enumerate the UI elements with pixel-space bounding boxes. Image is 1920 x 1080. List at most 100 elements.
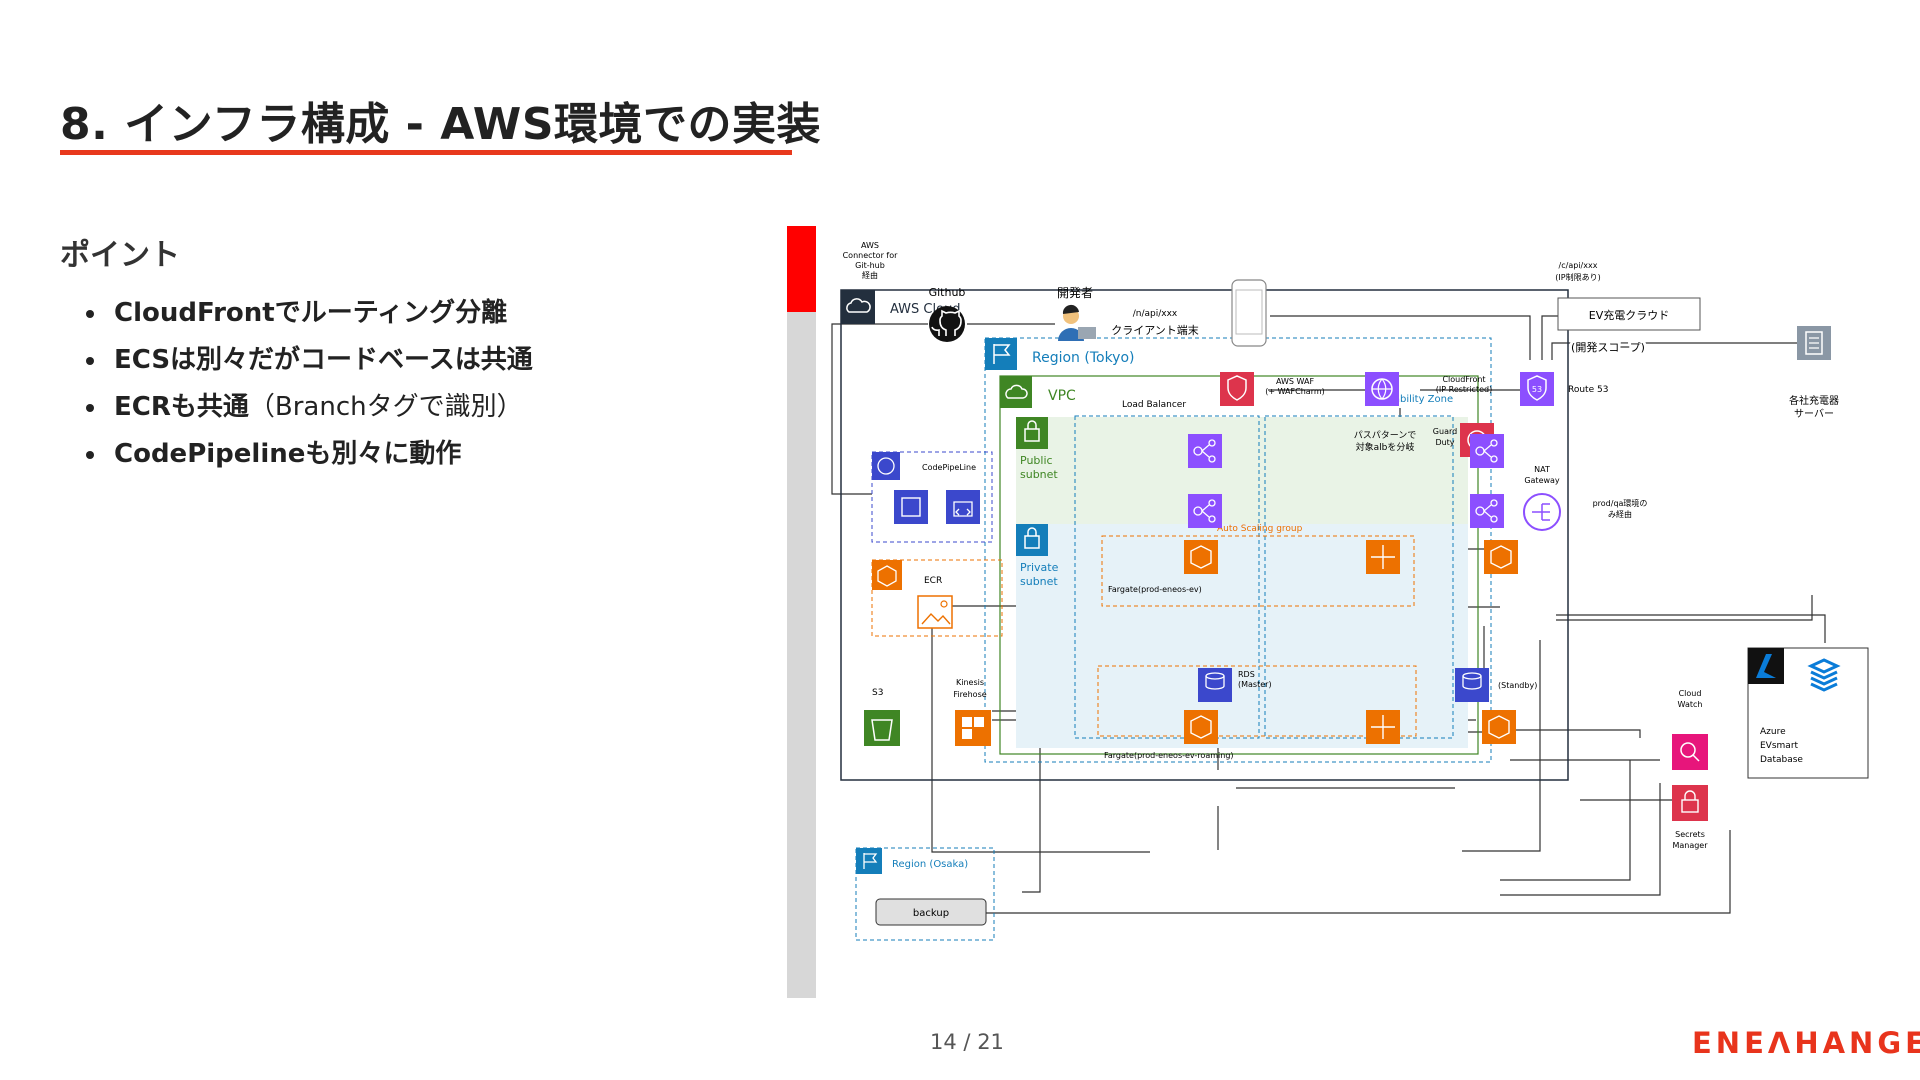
- smartphone-icon: [1231, 279, 1267, 347]
- waf-label-1: AWS WAF: [1276, 377, 1315, 386]
- fargate-label-2: Fargate(prod-eneos-ev-roaming): [1104, 751, 1234, 760]
- cloudfront-label-1: CloudFront: [1442, 375, 1485, 384]
- kinesis-label-2: Firehose: [953, 690, 986, 699]
- kinesis-label-1: Kinesis: [956, 678, 984, 687]
- ev-path-label-1: /c/api/xxx: [1559, 261, 1598, 270]
- fargate-label-1: Fargate(prod-eneos-ev): [1108, 585, 1202, 594]
- points-list: CloudFrontでルーティング分離 ECSは別々だがコードベースは共通 EC…: [60, 290, 533, 478]
- private-subnet-lock-icon: [1016, 524, 1048, 556]
- codepipeline-icon: [872, 452, 900, 480]
- github-icon: [929, 306, 965, 342]
- charger-server-label-1: 各社充電器: [1789, 394, 1839, 407]
- cloudwatch-label-2: Watch: [1678, 700, 1703, 709]
- client-label: クライアント端末: [1111, 323, 1199, 337]
- autoscaling-icon-2: [1366, 710, 1400, 744]
- availability-zone-label: Availability Zone: [1370, 394, 1453, 405]
- point-item: ECRも共通（Branchタグで識別）: [60, 384, 533, 431]
- availability-zone-1: [1074, 415, 1260, 739]
- aws-cloud-container: [840, 289, 1569, 781]
- rds-master-icon: [1198, 668, 1232, 702]
- alb-icon-2: [1188, 494, 1222, 528]
- private-subnet-label-2: subnet: [1020, 575, 1058, 588]
- cloudwatch-label-1: Cloud: [1679, 689, 1702, 698]
- path-routing-label-1: パスパターンで: [1354, 430, 1417, 441]
- public-subnet-label-2: subnet: [1020, 468, 1058, 481]
- charger-server-icon: [1797, 326, 1831, 360]
- point-item: ECSは別々だがコードベースは共通: [60, 337, 533, 384]
- client-path-label: /n/api/xxx: [1133, 309, 1178, 319]
- slide-scrollbar-thumb[interactable]: [787, 226, 816, 312]
- route53-label: Route 53: [1568, 385, 1608, 395]
- ev-cloud-box: [1557, 297, 1701, 331]
- azure-label-3: Database: [1760, 755, 1803, 765]
- secrets-label-1: Secrets: [1675, 830, 1705, 839]
- ecr-label: ECR: [924, 576, 942, 586]
- svg-text:53: 53: [1532, 385, 1542, 394]
- ev-path-label-2: (IP制限あり): [1555, 272, 1600, 282]
- alb-icon-3: [1470, 434, 1504, 468]
- codepipeline-label: CodePipeLine: [922, 463, 976, 472]
- title-underline: [60, 150, 792, 155]
- backup-box: [875, 898, 987, 926]
- codebuild-icon: [894, 490, 928, 524]
- slide-scrollbar-track[interactable]: [787, 226, 816, 998]
- nat-gateway-label-1: NAT: [1534, 465, 1550, 474]
- alb-icon-4: [1470, 494, 1504, 528]
- azure-logo-icon: [1748, 648, 1784, 684]
- database-stack-icon: [1807, 658, 1841, 692]
- auto-scaling-group-2: [1097, 665, 1417, 737]
- page-number: 14 / 21: [930, 1030, 1004, 1054]
- slide-title: 8. インフラ構成 - AWS環境での実装: [60, 99, 822, 150]
- rds-master-label-1: RDS: [1238, 670, 1255, 679]
- aws-connector-label-4: 経由: [862, 270, 878, 280]
- ecr-container: [871, 559, 1003, 637]
- fargate-icon-1: [1184, 540, 1218, 574]
- private-subnet-label-1: Private: [1020, 561, 1059, 574]
- developer-icon: [1058, 304, 1096, 341]
- backup-label: backup: [913, 908, 949, 919]
- github-label: Github: [929, 286, 966, 299]
- region-osaka-label: Region (Osaka): [892, 859, 968, 870]
- charger-server-label-2: サーバー: [1794, 408, 1834, 420]
- aws-connector-label-3: Git-hub: [855, 261, 885, 270]
- ecr-cube-icon: [872, 560, 902, 590]
- waf-icon: [1220, 372, 1254, 406]
- guard-duty-label-2: Duty: [1435, 438, 1454, 447]
- aws-connector-label-1: AWS: [861, 241, 879, 250]
- public-subnet-lock-icon: [1016, 417, 1048, 449]
- vpc-label: VPC: [1048, 388, 1076, 404]
- prod-note-label-1: prod/qa環境の: [1593, 498, 1648, 508]
- rds-standby-label: (Standby): [1498, 681, 1537, 690]
- region-osaka-flag-icon: [856, 848, 882, 874]
- aws-architecture-diagram: AWS Cloud Region (Tokyo) VPC Availabilit…: [831, 241, 1869, 941]
- aws-cloud-icon: [841, 290, 875, 324]
- point-item: CloudFrontでルーティング分離: [60, 290, 533, 337]
- azure-label-2: EVsmart: [1760, 741, 1799, 751]
- public-subnet-label-1: Public: [1020, 454, 1053, 467]
- route53-icon: 53: [1520, 372, 1554, 406]
- availability-zone-2: [1264, 415, 1454, 739]
- rds-master-label-2: (Master): [1238, 680, 1272, 689]
- path-routing-label-2: 対象albを分岐: [1356, 441, 1415, 453]
- waf-label-2: (+ WAFCharm): [1265, 387, 1325, 396]
- rds-standby-icon: [1455, 668, 1489, 702]
- aws-connector-label-2: Connector for: [843, 251, 899, 260]
- codedeploy-icon: [946, 490, 980, 524]
- s3-label: S3: [872, 688, 883, 698]
- secrets-manager-icon: [1672, 785, 1708, 821]
- cloudwatch-icon: [1672, 734, 1708, 770]
- developer-label: 開発者: [1057, 286, 1093, 300]
- cloudfront-label-2: (IP Restricted): [1436, 385, 1492, 394]
- nat-gateway-label-2: Gateway: [1524, 476, 1560, 485]
- secrets-label-2: Manager: [1672, 841, 1708, 850]
- public-subnet-area: [1016, 417, 1468, 524]
- auto-scaling-group-label: Auto Scaling group: [1217, 524, 1303, 534]
- auto-scaling-group-1: [1101, 535, 1415, 607]
- company-logo: ENEⴷHANGE: [1692, 1026, 1920, 1060]
- autoscaling-icon-1: [1366, 540, 1400, 574]
- points-heading: ポイント: [60, 238, 180, 273]
- azure-label-1: Azure: [1760, 727, 1786, 737]
- guard-duty-label-1: Guard: [1433, 427, 1457, 436]
- region-osaka-container: [855, 847, 995, 941]
- kinesis-firehose-icon: [955, 710, 991, 746]
